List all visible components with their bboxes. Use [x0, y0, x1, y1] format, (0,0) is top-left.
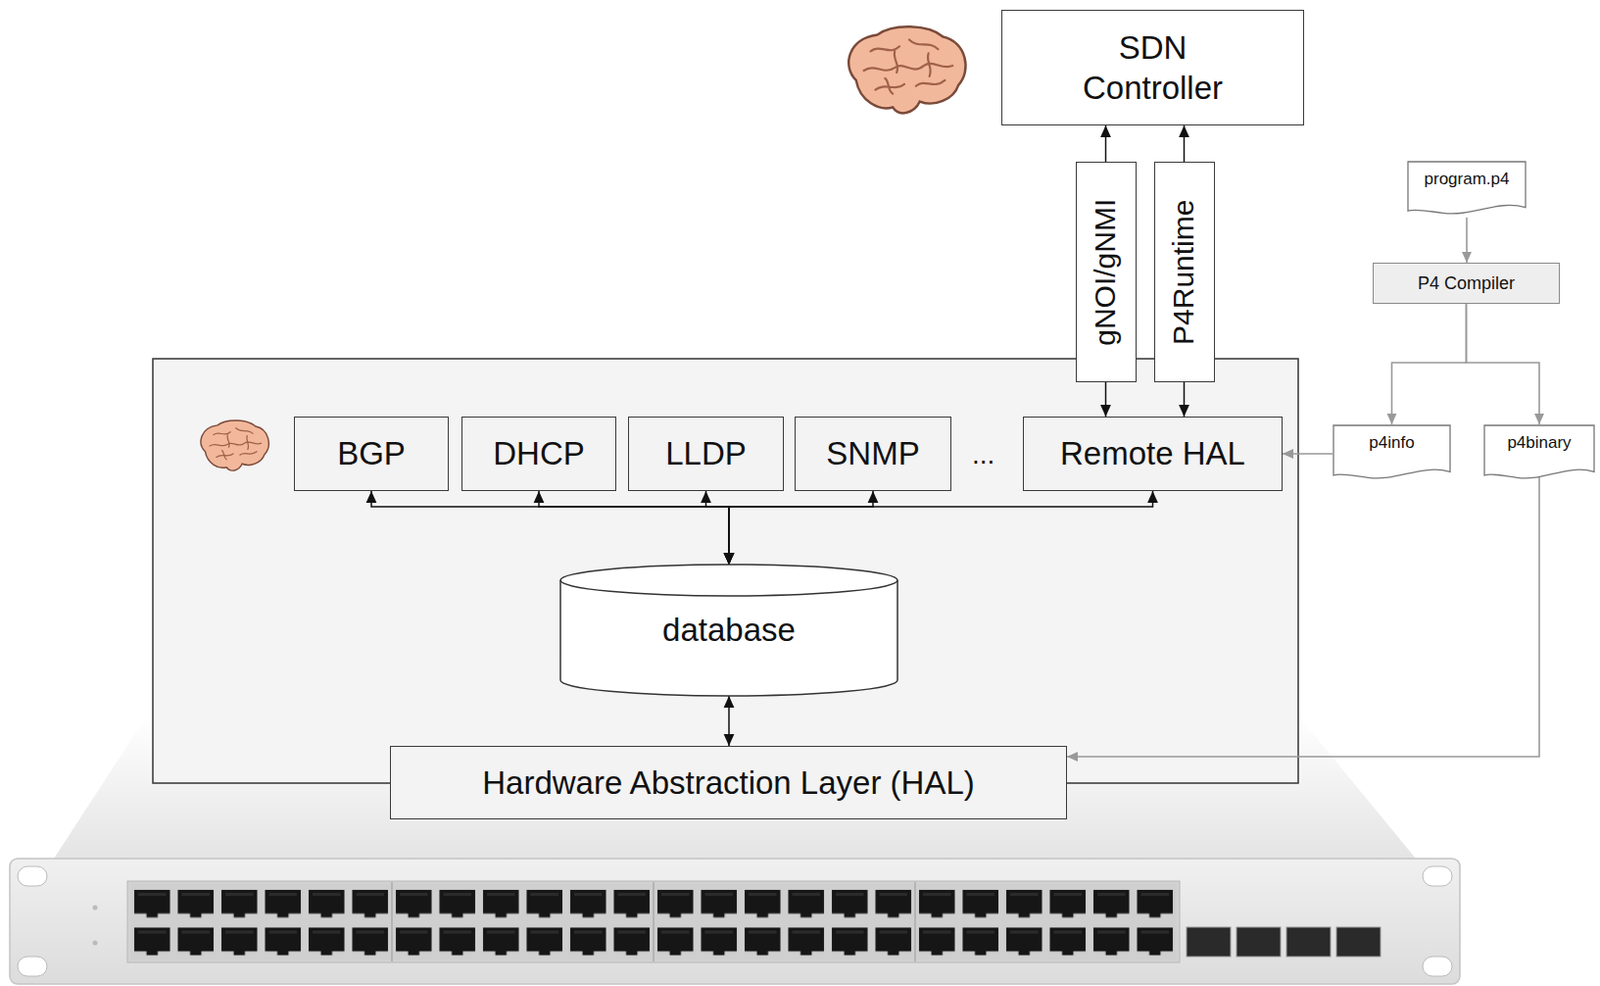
brain-icon: [848, 26, 966, 113]
node-label: database: [662, 609, 796, 650]
service-box: SNMP: [794, 416, 952, 491]
compiler-box: P4 Compiler: [1372, 262, 1560, 304]
connector: [371, 490, 729, 565]
os-panel: [152, 358, 1299, 783]
node-label: LLDP: [665, 433, 747, 474]
connector: [1066, 477, 1540, 757]
database-cylinder: database: [559, 564, 899, 696]
sfp-port: [1236, 926, 1281, 957]
connector: [1282, 452, 1333, 455]
port-group: [130, 883, 392, 960]
connector: [538, 490, 729, 565]
file-document: p4binary: [1483, 424, 1596, 483]
connector: [1183, 382, 1186, 417]
port-group: [915, 883, 1177, 960]
node-label: gNOI/gNMI: [1087, 197, 1125, 345]
connector: [706, 490, 730, 565]
node-label: P4 Compiler: [1417, 272, 1515, 295]
node-label: Remote HAL: [1060, 433, 1246, 474]
connector: [1183, 125, 1186, 162]
node-label: SDN Controller: [1060, 27, 1247, 109]
service-box: Remote HAL: [1022, 416, 1283, 491]
connector: [727, 695, 730, 746]
sfp-port: [1286, 926, 1331, 957]
document-outline: [1483, 424, 1596, 483]
port-area: [127, 880, 1180, 963]
connector: [1465, 217, 1468, 263]
node-label: program.p4: [1424, 168, 1510, 190]
interface-box: gNOI/gNMI: [1075, 161, 1137, 383]
document-outline: [1406, 160, 1527, 218]
node-label: DHCP: [492, 433, 585, 474]
connector: [1105, 125, 1108, 162]
document-outline: [1332, 424, 1452, 483]
sfp-port: [1186, 926, 1231, 957]
node-label: P4Runtime: [1165, 198, 1204, 344]
node-label: p4info: [1368, 432, 1414, 453]
port-group: [391, 883, 654, 960]
connector: [728, 490, 1154, 565]
sfp-port: [1336, 926, 1381, 957]
node-label: Hardware Abstraction Layer (HAL): [482, 762, 975, 803]
service-box: DHCP: [461, 416, 617, 491]
ellipsis-label: ...: [971, 438, 995, 471]
node-label: p4binary: [1506, 432, 1571, 453]
connector: [1392, 303, 1467, 425]
interface-box: P4Runtime: [1154, 161, 1215, 383]
connector: [1466, 303, 1541, 425]
node-label: SNMP: [825, 433, 920, 474]
service-box: BGP: [293, 416, 449, 491]
switch-front: [9, 858, 1460, 984]
port-group: [653, 883, 916, 960]
node-label: BGP: [337, 433, 406, 474]
connector: [728, 490, 873, 565]
connector: [1105, 382, 1108, 417]
service-box: LLDP: [628, 416, 784, 491]
hal-box: Hardware Abstraction Layer (HAL): [389, 745, 1067, 820]
file-document: program.p4: [1406, 160, 1527, 218]
controller-box: SDN Controller: [1001, 9, 1305, 126]
brain-icon: [200, 420, 269, 471]
file-document: p4info: [1332, 424, 1452, 483]
